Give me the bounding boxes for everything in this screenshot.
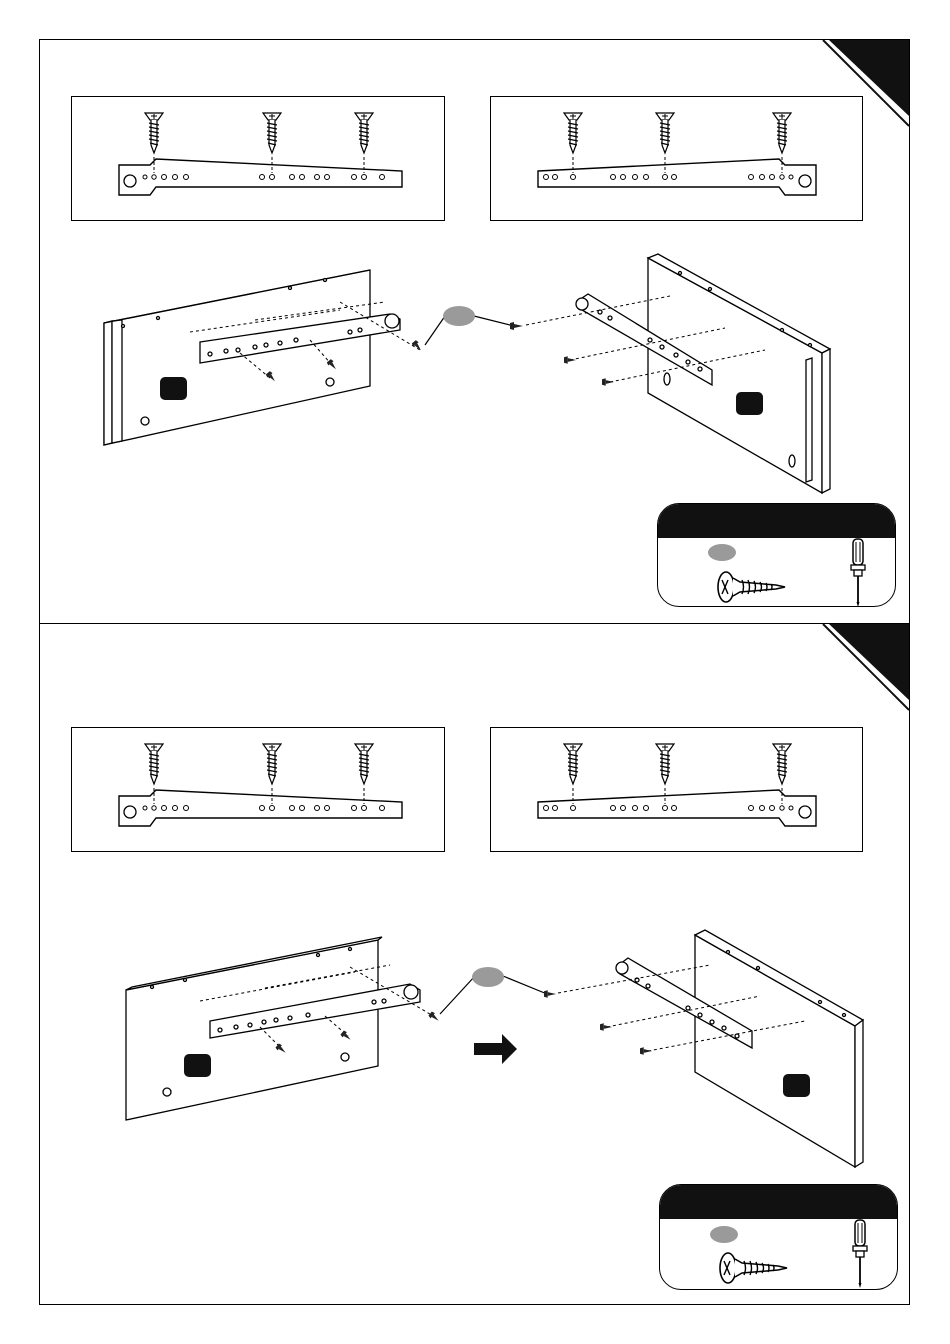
parts-box <box>659 1184 898 1290</box>
panel-label-left <box>160 377 187 400</box>
step-2-panel <box>39 623 910 1305</box>
right-side-panel <box>648 254 830 493</box>
screw-callout-oval <box>443 306 475 326</box>
panel-label-right <box>783 1074 810 1097</box>
right-side-panel <box>695 930 863 1167</box>
parts-icons <box>658 504 896 607</box>
screw-callout-oval <box>472 967 504 987</box>
step-1-panel <box>39 39 910 624</box>
wood-screw-icon <box>720 1253 787 1283</box>
screwdriver-icon <box>851 539 865 607</box>
panel-label-left <box>184 1054 211 1077</box>
panel-label-right <box>736 392 763 415</box>
screwdriver-icon <box>853 1220 867 1288</box>
parts-icons <box>660 1185 898 1290</box>
wood-screw-icon <box>718 572 785 602</box>
right-arrow-icon <box>474 1034 517 1064</box>
parts-box <box>657 503 896 607</box>
